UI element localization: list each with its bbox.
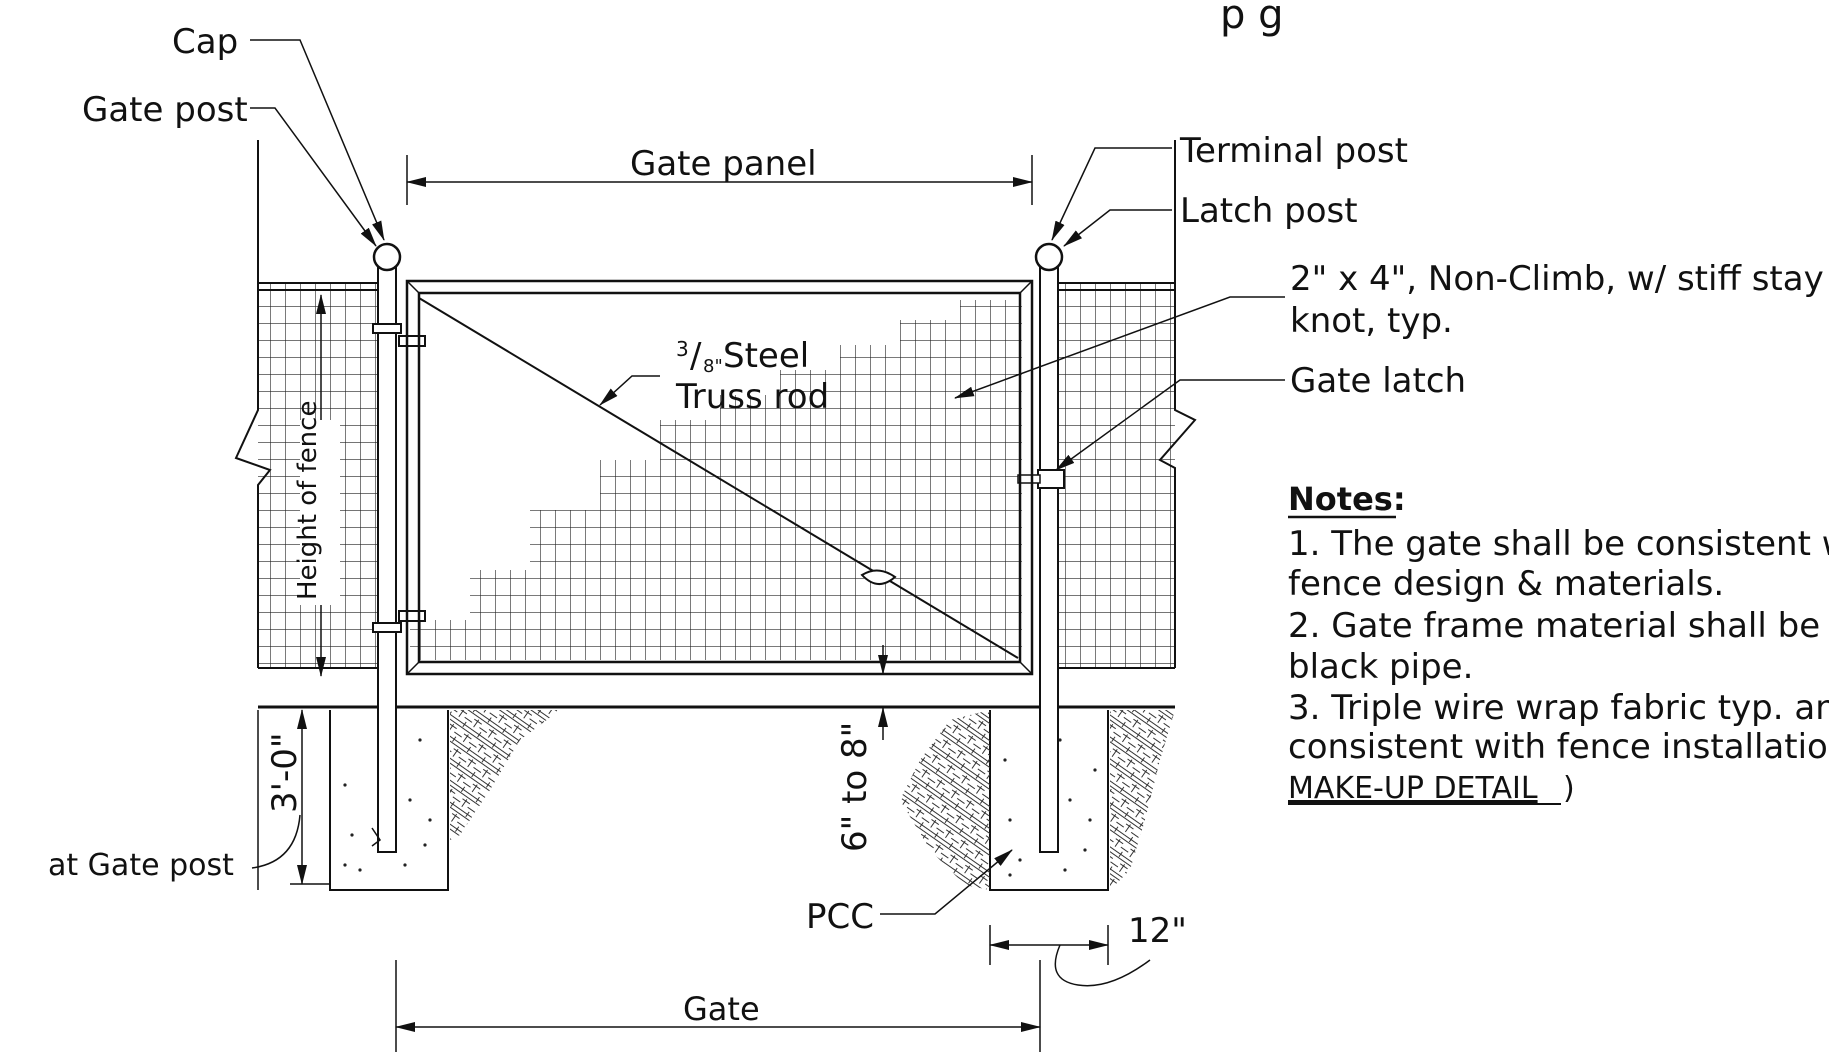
latch-post <box>1017 242 1065 853</box>
svg-text:3: 3 <box>676 337 689 361</box>
gate-dimension <box>395 960 1041 1052</box>
notes-line: black pipe. <box>1288 647 1473 687</box>
notes-heading: Notes: <box>1288 480 1406 518</box>
right-fence-section <box>1040 140 1197 669</box>
notes-line: consistent with fence installation. <box>1288 727 1829 767</box>
fabric-label-line2: knot, typ. <box>1290 301 1453 341</box>
hinge-lower <box>372 622 402 633</box>
turnbuckle <box>860 569 897 585</box>
leader-lines <box>250 39 1285 915</box>
at-gate-post-label: at Gate post <box>48 848 234 883</box>
footing-width-dimension <box>989 925 1151 987</box>
notes-block: Notes: 1. The gate shall be consistent w… <box>1288 480 1829 806</box>
height-of-fence-label: Height of fence <box>293 401 323 600</box>
pcc-label: PCC <box>806 897 874 937</box>
gate-panel-label: Gate panel <box>630 144 817 184</box>
make-up-detail-link[interactable]: MAKE-UP DETAIL <box>1288 771 1538 806</box>
gate-label: Gate <box>683 990 760 1028</box>
svg-text:/: / <box>690 336 702 376</box>
latch-post-label: Latch post <box>1180 191 1358 231</box>
truss-rod-label: 3 / 8" Steel Truss rod <box>675 336 829 417</box>
earth-hatch <box>450 710 1175 890</box>
footing-width-label: 12" <box>1128 911 1187 951</box>
gate-post-cap <box>372 242 402 272</box>
notes-line: fence design & materials. <box>1288 564 1724 604</box>
svg-text:Steel: Steel <box>723 336 809 376</box>
depth-dimension <box>251 709 330 890</box>
notes-line: 3. Triple wire wrap fabric typ. and <box>1288 688 1829 728</box>
svg-text:Truss rod: Truss rod <box>675 377 829 417</box>
notes-line: 2. Gate frame material shall be 1 <box>1288 606 1829 646</box>
gate-latch-label: Gate latch <box>1290 361 1466 401</box>
header-title: p g <box>1220 0 1284 38</box>
notes-line: 1. The gate shall be consistent wit <box>1288 524 1829 564</box>
gate-panel-dimension <box>406 155 1033 205</box>
latch-post-cap <box>1034 242 1064 272</box>
truss-rod <box>418 297 1019 659</box>
clearance-label: 6" to 8" <box>835 722 875 852</box>
svg-text:8": 8" <box>703 356 723 377</box>
gate-latch <box>1037 469 1065 489</box>
gate-post-label: Gate post <box>82 90 248 130</box>
depth-label: 3'-0" <box>265 732 305 813</box>
terminal-post-label: Terminal post <box>1179 131 1408 171</box>
notes-link-close: ) <box>1563 771 1575 806</box>
left-footing <box>329 710 449 891</box>
fabric-label-line1: 2" x 4", Non-Climb, w/ stiff stay <box>1290 259 1824 299</box>
height-dimension <box>300 294 340 677</box>
cap-label: Cap <box>172 22 238 62</box>
gate-frame <box>405 279 1034 676</box>
gate-post <box>371 242 426 853</box>
hinge-upper <box>372 323 402 334</box>
